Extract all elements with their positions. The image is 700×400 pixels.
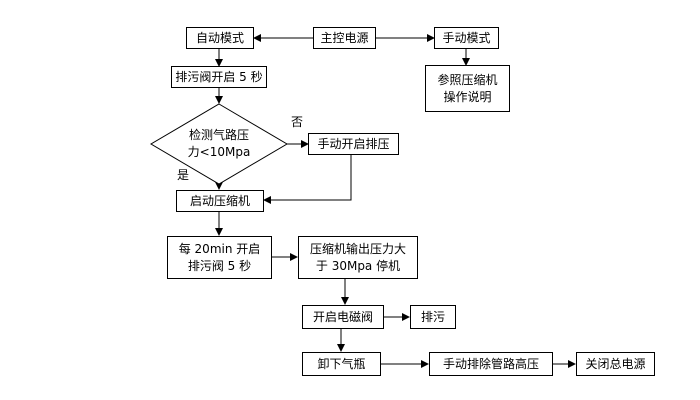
check-pressure-diamond <box>150 103 288 185</box>
compressor-stop-box: 压缩机输出压力大 于 30Mpa 停机 <box>298 236 418 279</box>
drain-box: 排污 <box>410 305 456 329</box>
manual-release-box: 手动排除管路高压 <box>429 352 553 376</box>
yes-label: 是 <box>177 168 190 182</box>
drain-5s-box: 排污阀开启 5 秒 <box>171 66 267 88</box>
manual-release-text: 手动排除管路高压 <box>442 356 539 371</box>
manual-reference-line2: 操作说明 <box>443 89 492 104</box>
unload-cylinder-text: 卸下气瓶 <box>317 356 366 371</box>
compressor-stop-line2: 于 30Mpa 停机 <box>315 258 401 273</box>
periodic-drain-box: 每 20min 开启 排污阀 5 秒 <box>167 236 272 279</box>
open-solenoid-box: 开启电磁阀 <box>302 305 384 329</box>
periodic-drain-line1: 每 20min 开启 <box>178 241 261 256</box>
drain-text: 排污 <box>420 309 445 324</box>
manual-drain-text: 手动开启排压 <box>317 136 390 151</box>
manual-drain-box: 手动开启排压 <box>308 133 399 155</box>
start-compressor-box: 启动压缩机 <box>176 190 264 212</box>
manual-reference-line1: 参照压缩机 <box>437 72 498 87</box>
check-pressure-line2: 力<10Mpa <box>187 145 251 159</box>
drain-5s-text: 排污阀开启 5 秒 <box>175 69 263 84</box>
shutdown-power-box: 关闭总电源 <box>576 352 655 376</box>
periodic-drain-line2: 排污阀 5 秒 <box>187 258 252 273</box>
compressor-stop-line1: 压缩机输出压力大 <box>309 241 406 256</box>
start-compressor-text: 启动压缩机 <box>189 193 250 208</box>
arrow-manual-drain-to-start <box>263 155 352 204</box>
shutdown-power-text: 关闭总电源 <box>585 356 646 371</box>
auto-mode-box: 自动模式 <box>186 27 254 49</box>
manual-reference-box: 参照压缩机 操作说明 <box>425 65 510 112</box>
manual-mode-box: 手动模式 <box>434 27 499 49</box>
no-label: 否 <box>291 115 304 129</box>
check-pressure-line1: 检测气路压 <box>188 128 249 142</box>
main-power-box: 主控电源 <box>313 27 376 49</box>
auto-mode-text: 自动模式 <box>195 30 244 45</box>
open-solenoid-text: 开启电磁阀 <box>312 309 373 324</box>
main-power-text: 主控电源 <box>320 30 369 45</box>
unload-cylinder-box: 卸下气瓶 <box>302 352 381 376</box>
manual-mode-text: 手动模式 <box>442 30 491 45</box>
check-pressure-text: 检测气路压 力<10Mpa <box>169 127 269 161</box>
